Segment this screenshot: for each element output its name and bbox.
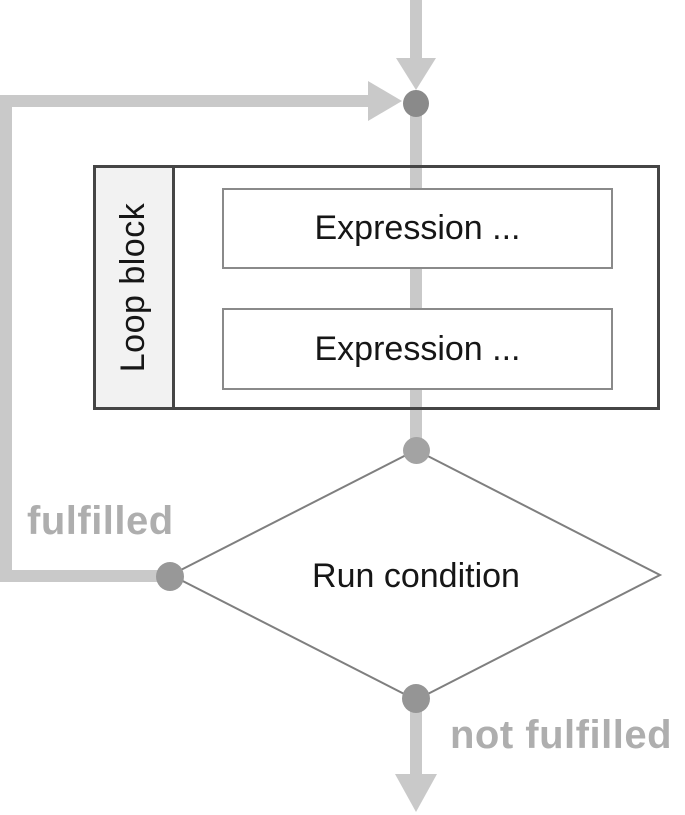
fulfilled-label: fulfilled bbox=[27, 499, 174, 543]
diamond-top-dot bbox=[403, 437, 430, 464]
loopback-line-bottom bbox=[0, 570, 170, 582]
expression-box-1: Expression ... bbox=[222, 188, 613, 269]
not-fulfilled-label: not fulfilled bbox=[450, 713, 673, 757]
condition-label: Run condition bbox=[312, 557, 520, 595]
diamond-left-dot bbox=[156, 562, 184, 591]
entry-arrow-shaft bbox=[410, 0, 422, 62]
entry-arrowhead-icon bbox=[396, 58, 436, 90]
loopback-line-left bbox=[0, 95, 12, 582]
expression-box-2: Expression ... bbox=[222, 308, 613, 390]
expression-box-1-label: Expression ... bbox=[314, 209, 521, 247]
exit-arrow-shaft bbox=[410, 698, 422, 776]
loopback-line-top bbox=[0, 95, 370, 107]
exit-arrowhead-icon bbox=[395, 774, 437, 812]
loop-block-label: Loop block bbox=[114, 202, 153, 373]
junction-dot bbox=[403, 90, 429, 117]
loopback-arrowhead-icon bbox=[368, 81, 402, 121]
diamond-bottom-dot bbox=[402, 684, 430, 713]
loop-block-sidebar: Loop block bbox=[96, 168, 175, 407]
loop-block: Loop block Expression ... Expression ... bbox=[93, 165, 660, 410]
expression-box-2-label: Expression ... bbox=[314, 329, 521, 368]
